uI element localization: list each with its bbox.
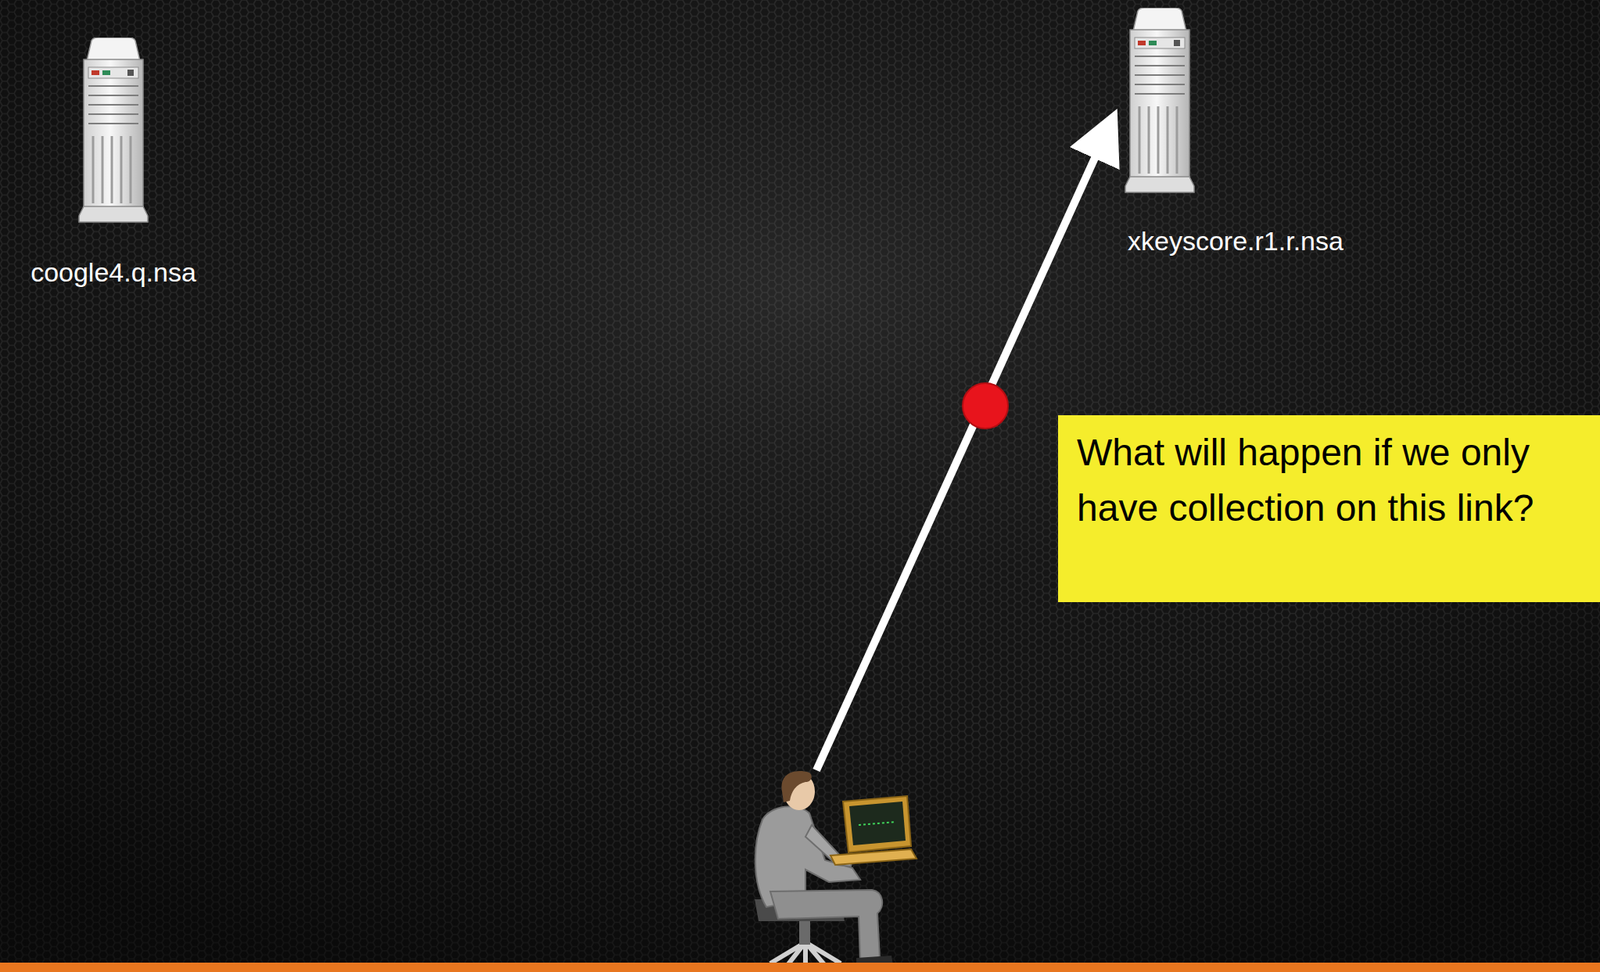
- server-icon: [75, 37, 151, 226]
- server-light: [1148, 40, 1157, 46]
- callout-box: What will happen if we only have collect…: [1058, 415, 1600, 603]
- drive-bay-line: [88, 104, 139, 106]
- vent-stripe: [129, 136, 133, 204]
- server-panel: [88, 67, 139, 79]
- server-label: xkeyscore.r1.r.nsa: [1110, 225, 1361, 257]
- collection-point: [962, 383, 1009, 429]
- vent-stripe: [1147, 106, 1151, 174]
- vent-stripe: [101, 136, 105, 204]
- server-button: [1173, 39, 1181, 47]
- laptop-base: [830, 849, 917, 865]
- drive-bay-line: [88, 122, 139, 125]
- server-node: coogle4.q.nsa: [7, 37, 219, 296]
- server-cap: [86, 37, 140, 61]
- orange-baseline: [0, 962, 1600, 972]
- drive-bay-line: [1134, 55, 1185, 58]
- server-base: [78, 206, 148, 223]
- vent-stripe: [1166, 106, 1170, 174]
- drive-bay-line: [1134, 83, 1185, 86]
- drive-bay-line: [88, 113, 139, 115]
- server-body: [1130, 29, 1190, 179]
- server-base: [1125, 176, 1195, 193]
- callout-text: What will happen if we only have collect…: [1076, 424, 1585, 536]
- person-illustration: [754, 771, 917, 972]
- person-hair: [781, 771, 811, 803]
- laptop-screen-glow: [858, 821, 896, 826]
- server-light: [91, 70, 100, 76]
- server-light: [1137, 40, 1146, 46]
- person-legs: [770, 889, 883, 961]
- vent-stripe: [1138, 106, 1141, 174]
- drive-bay-line: [88, 85, 139, 87]
- vent-stripe: [1176, 106, 1179, 174]
- server-button: [127, 69, 134, 76]
- vent-stripe: [92, 136, 95, 204]
- laptop-lid: [843, 796, 912, 853]
- vent-stripe: [1157, 106, 1160, 174]
- server-icon: [1122, 7, 1198, 196]
- laptop-screen: [849, 801, 906, 846]
- drive-bay-line: [1134, 93, 1185, 95]
- server-light: [102, 70, 111, 76]
- drive-bay-line: [1134, 74, 1185, 76]
- vent-stripe: [120, 136, 123, 204]
- server-label: coogle4.q.nsa: [7, 256, 219, 288]
- server-node: xkeyscore.r1.r.nsa: [1110, 7, 1361, 266]
- drive-bay-line: [88, 94, 139, 97]
- server-cap: [1133, 7, 1187, 32]
- server-panel: [1134, 37, 1185, 49]
- server-body: [83, 59, 144, 209]
- vent-stripe: [111, 136, 114, 204]
- drive-bay-line: [1134, 64, 1185, 67]
